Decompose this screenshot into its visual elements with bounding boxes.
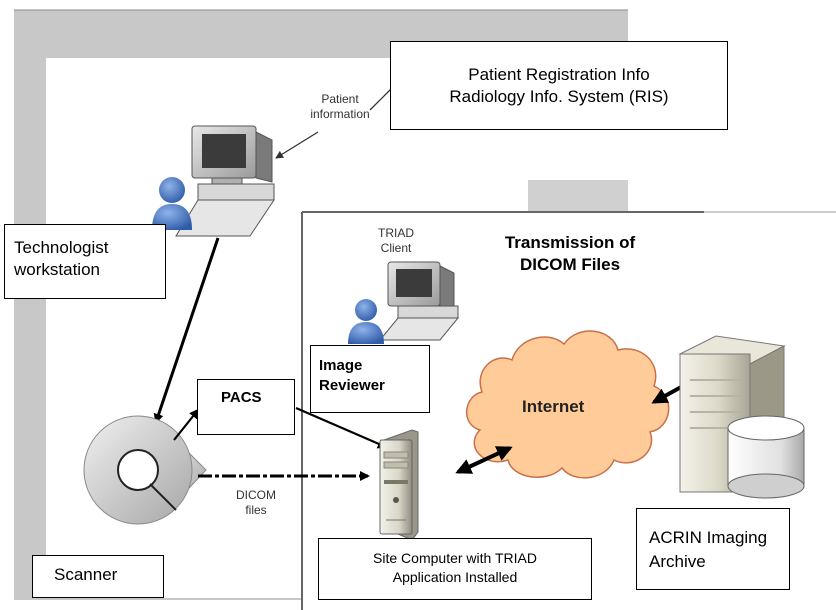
technologist-workstation-box: Technologist workstation [4,224,166,299]
patient-info-line2: information [310,107,370,121]
dicom-files-line1: DICOM [236,488,276,502]
registration-info-line2: Radiology Info. System (RIS) [449,87,669,106]
scanner-icon [83,415,207,525]
dicom-files-line2: files [245,503,267,517]
site-computer-box: Site Computer with TRIAD Application Ins… [318,538,592,600]
site-computer-icon [379,429,419,541]
image-reviewer-box: Image Reviewer [310,345,430,413]
transmission-title-line1: Transmission of [504,233,636,252]
internet-label: Internet [522,397,585,416]
transmission-title-line2: DICOM Files [519,255,621,274]
pacs-label: PACS [221,389,262,406]
technologist-computer-icon [175,125,275,237]
technologist-user-icon [152,177,192,230]
registration-connector [369,87,393,111]
technologist-line1: Technologist [14,238,109,257]
triad-client-line1: TRIAD [378,226,414,240]
acrin-line1: ACRIN Imaging [649,528,768,547]
transmission-title: Transmission of DICOM Files [480,232,660,276]
pacs-to-site-computer-arrow [295,406,388,449]
workstation-to-scanner-arrow [153,237,220,424]
registration-info-line1: Patient Registration Info [468,65,650,84]
pacs-box: PACS [197,379,295,435]
technologist-line2: workstation [14,260,100,279]
scanner-label: Scanner [54,565,118,584]
image-reviewer-user-icon [348,299,384,344]
scanner-box: Scanner [32,555,164,598]
scanner-to-pacs-arrow [173,408,200,441]
patient-info-line1: Patient [321,92,359,106]
triad-client-label: TRIAD Client [366,226,426,256]
patient-info-arrow [275,131,319,159]
image-reviewer-line2: Reviewer [319,377,385,394]
site-to-internet-arrow [455,446,513,474]
site-computer-line2: Application Installed [392,569,518,585]
acrin-line2: Archive [649,552,706,571]
archive-disk-icon [727,415,805,499]
registration-info-box: Patient Registration Info Radiology Info… [390,41,728,130]
triad-client-computer-icon [378,261,460,341]
triad-client-line2: Client [380,241,412,255]
site-computer-line1: Site Computer with TRIAD [373,550,537,566]
acrin-archive-box: ACRIN Imaging Archive [636,508,790,590]
patient-info-label: Patient information [292,92,388,122]
image-reviewer-line1: Image [319,357,363,374]
dicom-files-label: DICOM files [226,488,286,518]
